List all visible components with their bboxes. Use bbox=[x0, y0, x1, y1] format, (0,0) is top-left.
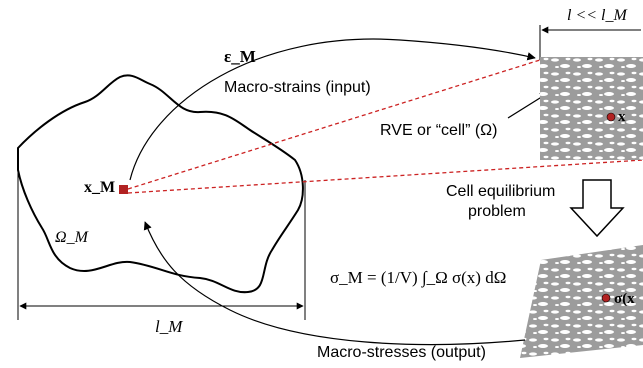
label-cell-equilibrium-1: Cell equilibrium bbox=[446, 183, 555, 200]
label-length-bottom: l_M bbox=[155, 317, 183, 336]
label-length-top: l << l_M bbox=[567, 7, 628, 24]
label-cell-equilibrium-2: problem bbox=[468, 203, 526, 220]
dashed-line-lower bbox=[127, 159, 643, 194]
label-x-macro: x_M bbox=[84, 179, 115, 196]
dashed-line-upper bbox=[127, 59, 541, 190]
strain-arrow bbox=[129, 38, 536, 181]
label-macro-stresses: Macro-stresses (output) bbox=[317, 344, 486, 361]
label-x-point: x bbox=[618, 109, 626, 125]
label-stress-equation: σ_M = (1/V) ∫_Ω σ(x) dΩ bbox=[330, 268, 506, 288]
rve-cell-top bbox=[540, 57, 643, 160]
label-sigma-x: σ(x bbox=[614, 291, 635, 307]
macro-point-marker bbox=[119, 185, 128, 194]
rve-point-x bbox=[606, 112, 616, 122]
label-macro-strains: Macro-strains (input) bbox=[224, 79, 371, 96]
macro-domain-outline bbox=[17, 74, 304, 294]
rve-point-sigma bbox=[601, 293, 611, 303]
label-strain-symbol: ε_M bbox=[224, 47, 256, 66]
label-rve: RVE or “cell” (Ω) bbox=[380, 122, 497, 139]
rve-cell-deformed bbox=[520, 245, 643, 358]
stress-arrow bbox=[143, 221, 526, 346]
label-omega-m: Ω_M bbox=[55, 229, 90, 246]
equilibrium-block-arrow bbox=[569, 179, 625, 238]
